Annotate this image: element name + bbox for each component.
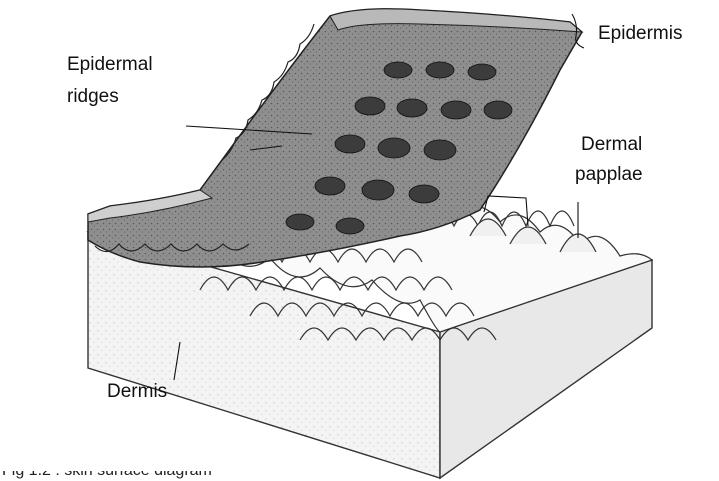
dermal-papillae-label-line1: Dermal (581, 133, 642, 157)
epidermal-ridges-label-line1: Epidermal (67, 53, 153, 77)
figure-caption: Fig 1.2 : skin surface diagram (2, 462, 212, 480)
dermal-papillae-label-line2: papplae (575, 163, 643, 187)
epidermis-label: Epidermis (598, 22, 682, 46)
dermis-label: Dermis (107, 380, 167, 404)
epidermal-ridges-label-line2: ridges (67, 85, 119, 109)
